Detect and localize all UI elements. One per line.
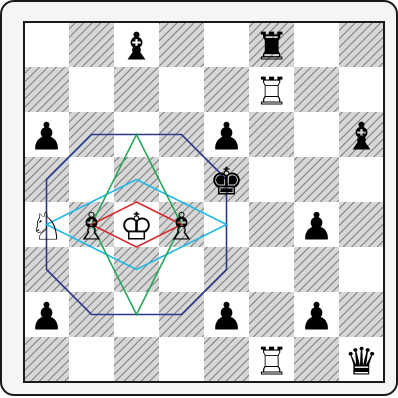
white-king-c4[interactable]: ♔ xyxy=(119,205,153,249)
square-h2[interactable] xyxy=(339,292,384,337)
square-h4[interactable] xyxy=(339,202,384,247)
square-a8[interactable] xyxy=(24,22,69,67)
black-pawn-a6[interactable]: ♟ xyxy=(29,115,63,159)
square-d5[interactable] xyxy=(159,157,204,202)
black-pawn-e2[interactable]: ♟ xyxy=(209,295,243,339)
square-e1[interactable] xyxy=(204,337,249,382)
square-f3[interactable] xyxy=(249,247,294,292)
square-c7[interactable] xyxy=(114,67,159,112)
square-f6[interactable] xyxy=(249,112,294,157)
square-f4[interactable] xyxy=(249,202,294,247)
square-a1[interactable] xyxy=(24,337,69,382)
white-rook-f7[interactable]: ♖ xyxy=(254,70,288,114)
black-queen-h1[interactable]: ♛ xyxy=(344,340,378,384)
black-pawn-g4[interactable]: ♟ xyxy=(299,205,333,249)
square-f5[interactable] xyxy=(249,157,294,202)
square-d3[interactable] xyxy=(159,247,204,292)
square-g5[interactable] xyxy=(294,157,339,202)
black-pawn-e6[interactable]: ♟ xyxy=(209,115,243,159)
square-b7[interactable] xyxy=(69,67,114,112)
square-h3[interactable] xyxy=(339,247,384,292)
square-h5[interactable] xyxy=(339,157,384,202)
square-g8[interactable] xyxy=(294,22,339,67)
square-b8[interactable] xyxy=(69,22,114,67)
square-g6[interactable] xyxy=(294,112,339,157)
square-d1[interactable] xyxy=(159,337,204,382)
white-knight-a4[interactable]: ♘ xyxy=(29,205,63,249)
black-king-e5[interactable]: ♚ xyxy=(209,160,243,204)
square-f2[interactable] xyxy=(249,292,294,337)
black-bishop-c8[interactable]: ♝ xyxy=(119,25,153,69)
square-e8[interactable] xyxy=(204,22,249,67)
black-pawn-a2[interactable]: ♟ xyxy=(29,295,63,339)
square-a7[interactable] xyxy=(24,67,69,112)
square-e7[interactable] xyxy=(204,67,249,112)
square-d7[interactable] xyxy=(159,67,204,112)
square-g7[interactable] xyxy=(294,67,339,112)
square-h7[interactable] xyxy=(339,67,384,112)
square-g1[interactable] xyxy=(294,337,339,382)
white-bishop-b4[interactable]: ♗ xyxy=(74,205,108,249)
black-bishop-h6[interactable]: ♝ xyxy=(344,115,378,159)
square-b3[interactable] xyxy=(69,247,114,292)
square-c1[interactable] xyxy=(114,337,159,382)
black-rook-f8[interactable]: ♜ xyxy=(254,25,288,69)
square-d8[interactable] xyxy=(159,22,204,67)
square-b1[interactable] xyxy=(69,337,114,382)
square-b5[interactable] xyxy=(69,157,114,202)
white-rook-f1[interactable]: ♖ xyxy=(254,340,288,384)
black-pawn-g2[interactable]: ♟ xyxy=(299,295,333,339)
square-h8[interactable] xyxy=(339,22,384,67)
white-bishop-d4[interactable]: ♗ xyxy=(164,205,198,249)
square-g3[interactable] xyxy=(294,247,339,292)
